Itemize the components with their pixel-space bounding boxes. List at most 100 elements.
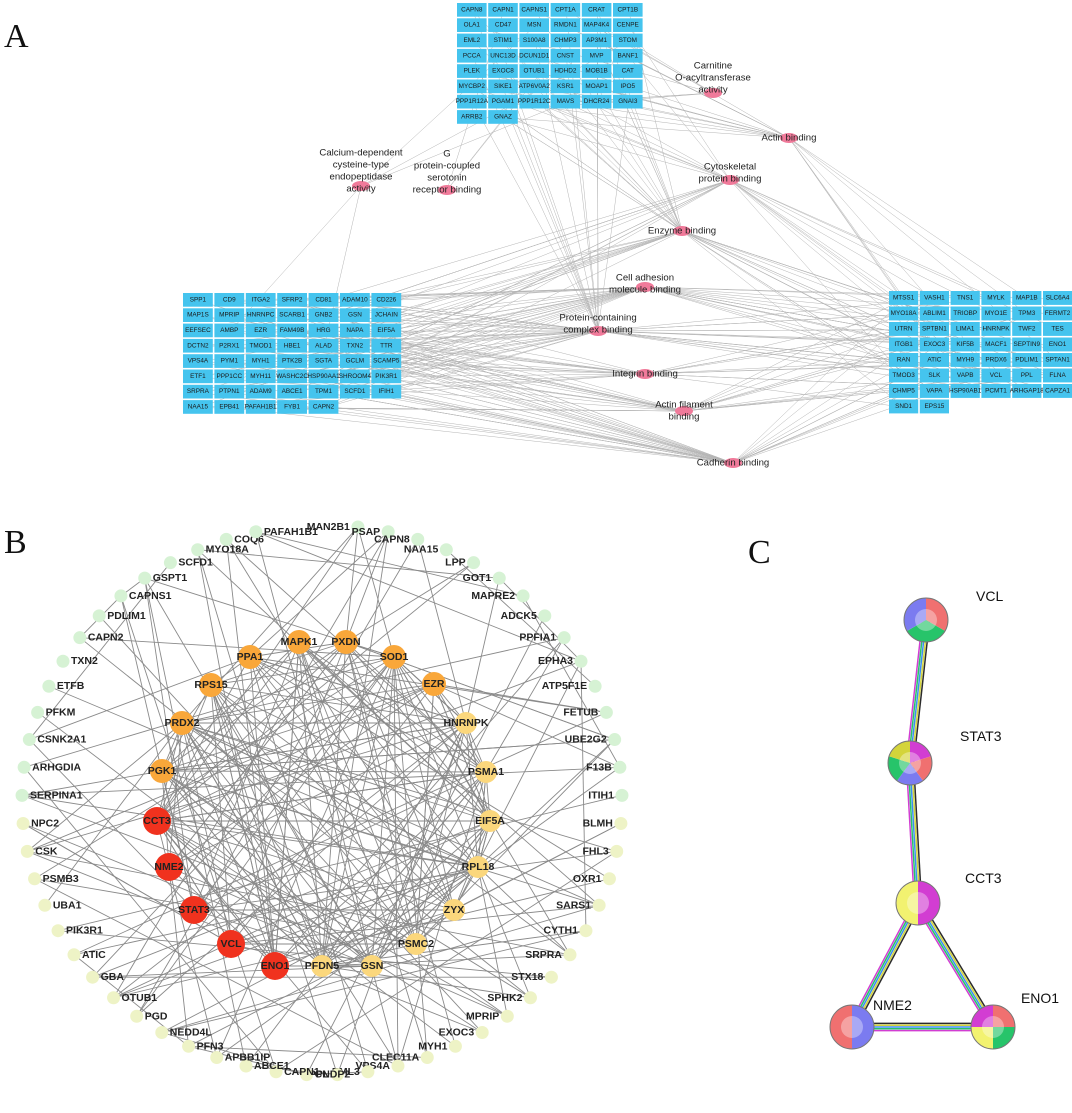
ring-node-circle (22, 733, 36, 747)
node-outline (903, 597, 949, 643)
hub-gene-node: CCT3 (143, 807, 171, 835)
hub-node-circle (479, 810, 501, 832)
gene-box-label: TMOD3 (892, 372, 915, 379)
gene-box-label: NAA15 (188, 403, 209, 410)
string-protein-node: ENO1 (970, 990, 1059, 1050)
hub-gene-node: RPL18 (462, 856, 494, 878)
ppi-edge (181, 722, 323, 967)
gene-box: CENPE (613, 18, 643, 32)
gene-box: SCFD1 (340, 384, 370, 399)
panel-c-edges (848, 619, 997, 1032)
ring-node-circle (249, 525, 263, 539)
gene-box-label: CAPN2 (313, 403, 335, 410)
gene-box-label: EEFSEC (185, 327, 211, 334)
gene-box: MTSS1 (889, 291, 919, 305)
gene-box-label: MYO18A (891, 310, 918, 317)
term-label: activity (698, 85, 728, 96)
ppi-edge (156, 820, 369, 1073)
ppi-edge (161, 641, 300, 772)
hub-node-circle (261, 952, 289, 980)
ring-node-circle (138, 571, 152, 585)
ring-node-circle (448, 1039, 462, 1053)
hub-gene-node: EZR (422, 672, 446, 696)
gene-box-label: VAPA (926, 387, 943, 394)
ring-node-circle (439, 543, 453, 557)
enrichment-edge (355, 373, 646, 393)
ppi-edge (181, 722, 617, 852)
hub-node-circle (443, 899, 465, 921)
node-sector (918, 881, 940, 925)
ring-node-circle (391, 1059, 405, 1073)
ppi-edge (27, 683, 435, 852)
ring-node-circle (330, 1068, 344, 1082)
ring-gene-node: GSPT1 (138, 571, 187, 585)
ppi-edge (161, 722, 467, 772)
ring-gene-node: ARHGDIA (17, 760, 82, 774)
gene-box: STOM (613, 33, 643, 48)
gene-box-label: PGAM1 (492, 98, 515, 105)
ring-gene-label: MYO18A (206, 544, 250, 556)
ring-gene-label: CSK (35, 845, 58, 857)
ring-gene-node: SCFD1 (163, 556, 213, 570)
ring-gene-node: CLEC11A (372, 1051, 434, 1065)
enrichment-edge (628, 56, 731, 181)
ring-node-circle (557, 631, 571, 645)
panel-label-c: C (748, 534, 771, 571)
string-protein-node: STAT3 (887, 728, 1002, 786)
ring-gene-label: SARS1 (556, 899, 591, 911)
term-marker (636, 282, 654, 292)
node-sector (897, 763, 923, 785)
string-edge (911, 762, 921, 903)
gene-box-label: PDLIM1 (1015, 356, 1039, 363)
ppi-edge (298, 641, 479, 868)
ring-node-circle (67, 948, 81, 962)
gene-box-label: ENO1 (1049, 341, 1067, 348)
ppi-edge (210, 656, 395, 686)
gene-box: EEFSEC (183, 323, 213, 338)
gene-box-label: ADAM10 (342, 296, 368, 303)
ring-node-circle (182, 1039, 196, 1053)
ppi-edge (255, 531, 582, 662)
gene-box: VPS4A (183, 354, 213, 368)
enrichment-edge (503, 117, 731, 181)
ring-gene-label: SRPRA (525, 949, 562, 961)
ring-gene-node: ETFB (42, 679, 85, 693)
ring-node-circle (361, 1065, 375, 1079)
term-marker (352, 181, 370, 191)
gene-box: EPB41 (214, 400, 245, 414)
ppi-edge (144, 577, 373, 967)
ppi-edge (210, 641, 347, 686)
ring-gene-label: ADCK5 (501, 610, 537, 622)
gene-box: SND1 (889, 399, 919, 414)
gene-box: CAPZA1 (1043, 384, 1072, 398)
hub-gene-node: PSMA1 (468, 761, 504, 783)
hub-node-circle (311, 955, 333, 977)
ppi-edge (393, 656, 399, 1067)
node-outline (829, 1004, 875, 1050)
gene-box: OLA1 (457, 18, 487, 32)
gene-box-label: VPS4A (188, 358, 209, 365)
node-outline (970, 1004, 1016, 1050)
gene-box: VAPB (950, 368, 980, 383)
hub-node-circle (382, 645, 406, 669)
ppi-edge (345, 641, 417, 945)
ppi-edge (168, 866, 190, 1047)
enrichment-edge (472, 86, 683, 232)
ppi-edge (357, 526, 395, 658)
ppi-edge (156, 683, 435, 822)
enrichment-edge (644, 329, 905, 375)
enrichment-edge (324, 179, 731, 301)
ring-gene-label: BLMH (583, 818, 613, 830)
ppi-edge (156, 641, 300, 822)
gene-box-label: SCAMP5 (373, 358, 400, 365)
ring-node-circle (219, 532, 233, 546)
gene-box-label: MACF1 (985, 341, 1007, 348)
enrichment-edge (628, 41, 714, 94)
hub-node-circle (475, 761, 497, 783)
ppi-edge (113, 531, 389, 998)
ring-gene-node: PIK3R1 (51, 924, 103, 938)
string-edge (915, 903, 993, 1029)
ring-gene-node: BLMH (583, 817, 628, 831)
